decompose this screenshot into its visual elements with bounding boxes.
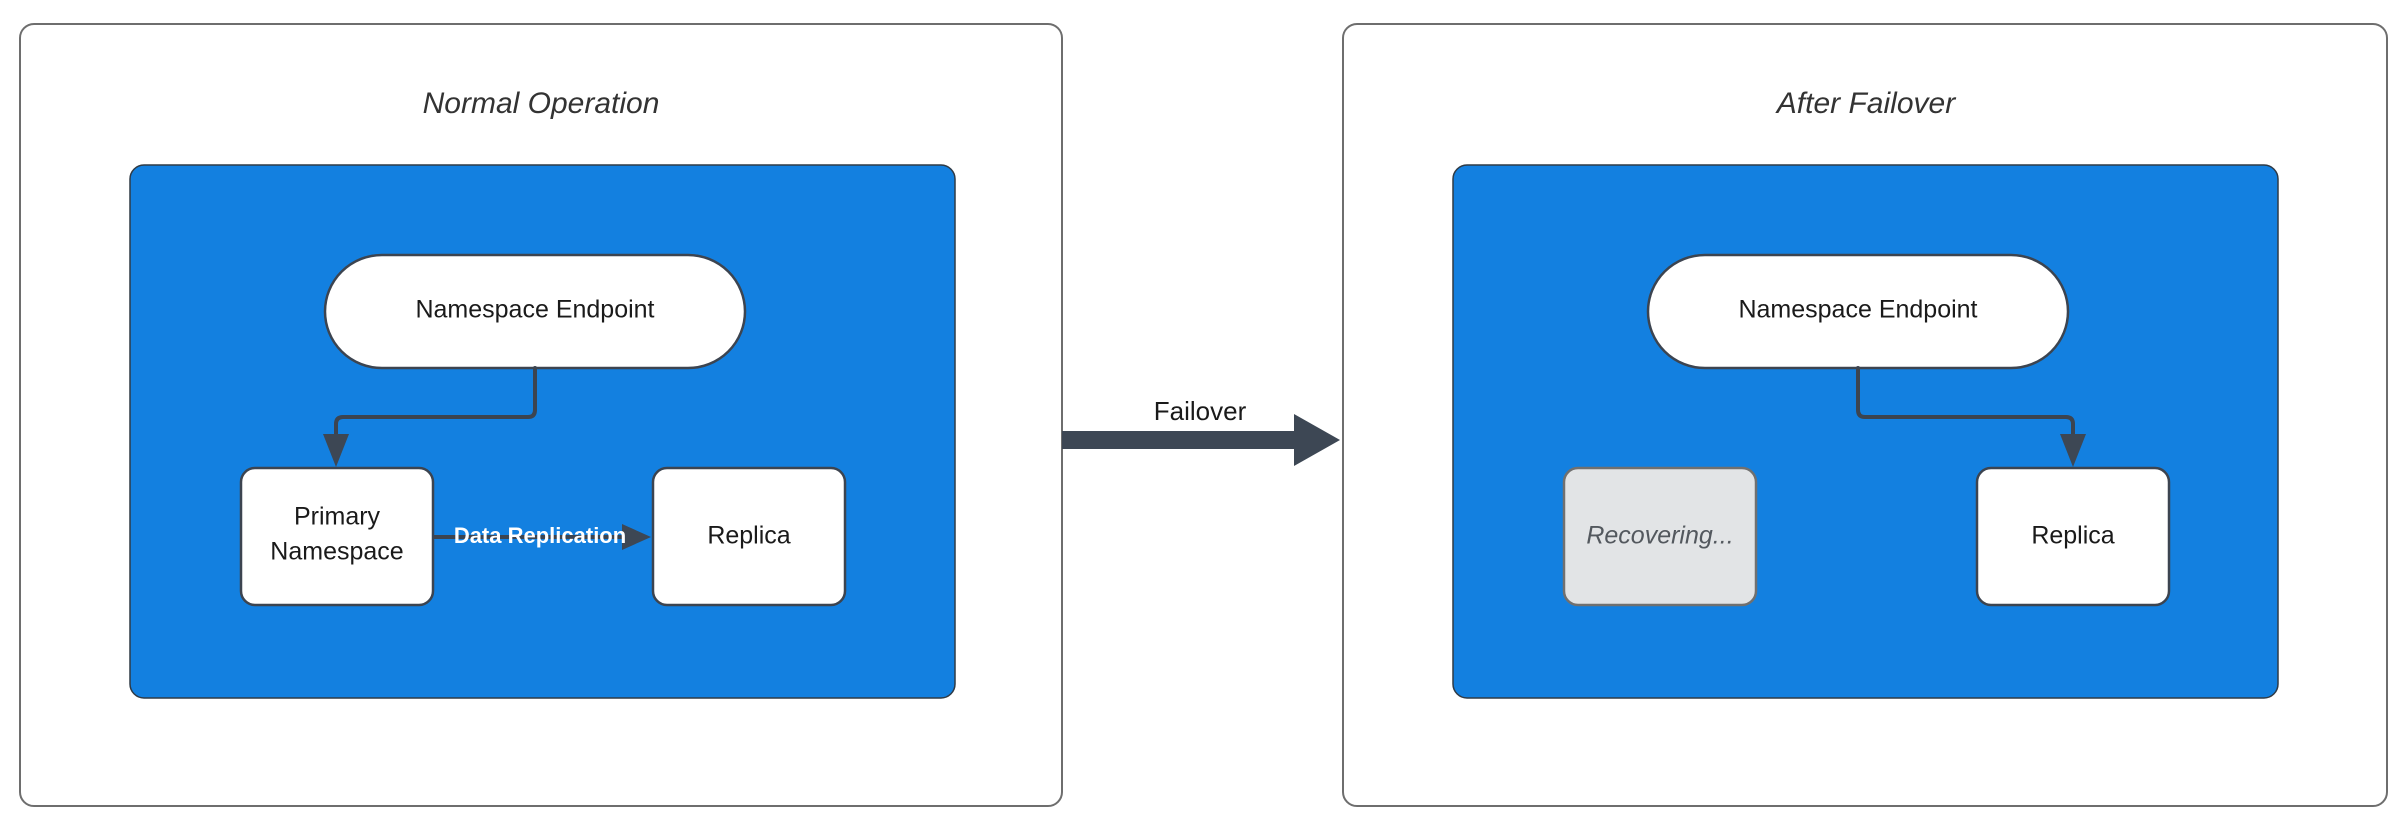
transition-failover: Failover: [1062, 396, 1340, 466]
edge-endpoint-to-replica-right: [1856, 366, 2086, 467]
edge-data-replication: Data Replication: [433, 523, 651, 550]
node-rect-shape: [239, 466, 435, 607]
node-rect-shape: [1562, 466, 1758, 607]
panel-title-right: After Failover: [1775, 87, 1956, 120]
node-label-primary-line1: Primary: [294, 503, 381, 531]
node-recovering-right[interactable]: Recovering...: [1562, 466, 1758, 607]
cluster-box-right: [1452, 164, 2279, 699]
edge-elbow-path: [1856, 366, 2075, 440]
edge-label-data-replication: Data Replication: [454, 523, 626, 548]
edge-replication-arrowhead: [622, 524, 651, 550]
node-namespace-endpoint-right[interactable]: Namespace Endpoint: [1646, 253, 2070, 370]
node-rect-shape: [1975, 466, 2171, 607]
node-label-namespace-endpoint: Namespace Endpoint: [415, 296, 654, 324]
node-label-primary-line2: Namespace: [270, 538, 403, 566]
node-rect-shape: [651, 466, 847, 607]
node-label-replica: Replica: [2031, 522, 2114, 550]
edge-elbow-path: [334, 366, 537, 440]
transition-arrowhead: [1294, 414, 1340, 466]
node-replica-left[interactable]: Replica: [651, 466, 847, 607]
edge-arrowhead: [2060, 434, 2086, 467]
node-namespace-endpoint-left[interactable]: Namespace Endpoint: [323, 253, 747, 370]
panel-after-failover: After Failover Namespace Endpoint Recove…: [1342, 23, 2388, 807]
edge-arrowhead: [323, 434, 349, 467]
node-primary-namespace-left[interactable]: Primary Namespace: [239, 466, 435, 607]
edge-endpoint-to-primary-left: [323, 366, 537, 467]
node-replica-right[interactable]: Replica: [1975, 466, 2171, 607]
node-label-recovering: Recovering...: [1586, 522, 1733, 550]
panel-title-left: Normal Operation: [423, 87, 660, 120]
node-label-namespace-endpoint: Namespace Endpoint: [1738, 296, 1977, 324]
node-label-replica: Replica: [707, 522, 790, 550]
panel-normal-operation: Normal Operation Namespace Endpoint Prim…: [19, 23, 1063, 807]
transition-label-failover: Failover: [1154, 396, 1247, 426]
cluster-box-left: [129, 164, 956, 699]
